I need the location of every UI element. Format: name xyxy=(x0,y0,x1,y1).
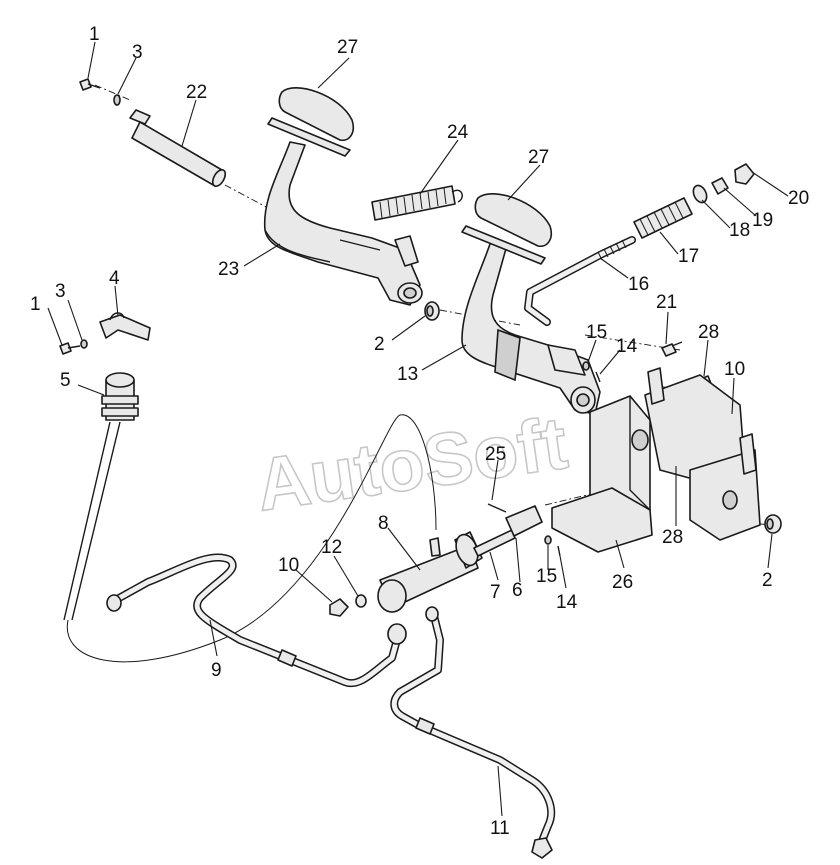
callout-22: 22 xyxy=(186,82,207,103)
callout-10-upper: 10 xyxy=(724,359,745,380)
callout-17: 17 xyxy=(678,246,699,267)
pedal-pad-27-right xyxy=(461,193,553,265)
callout-1-top: 1 xyxy=(89,24,100,45)
callout-20: 20 xyxy=(788,188,809,209)
washer-3-top xyxy=(113,94,121,106)
master-cylinder-8 xyxy=(377,531,483,613)
return-spring-24 xyxy=(371,185,463,221)
pipe-9 xyxy=(106,553,402,688)
callout-16: 16 xyxy=(628,274,649,295)
pedal-23 xyxy=(263,141,423,306)
fitting-9-end xyxy=(387,623,407,645)
bushing-2-lower xyxy=(764,514,782,534)
callout-28-lower: 28 xyxy=(662,527,683,548)
pedal-pad-27-left xyxy=(267,87,355,157)
washer-15-lower xyxy=(544,535,552,545)
pin-25 xyxy=(487,503,507,513)
callout-28-upper: 28 xyxy=(698,322,719,343)
callout-2-lower: 2 xyxy=(762,570,773,591)
bolt-1-top xyxy=(79,78,101,91)
callout-27-left: 27 xyxy=(337,37,358,58)
callout-10-lower: 10 xyxy=(278,555,299,576)
washer-18 xyxy=(692,184,708,204)
nut-20 xyxy=(734,163,755,185)
nut-19 xyxy=(711,177,729,195)
callout-21: 21 xyxy=(656,292,677,313)
callout-9: 9 xyxy=(211,660,222,681)
pushrod-7 xyxy=(473,529,516,557)
washer-12 xyxy=(355,594,367,608)
clevis-6 xyxy=(505,505,543,537)
callout-3-top: 3 xyxy=(132,42,143,63)
leader-lines xyxy=(47,41,789,817)
clamp-4 xyxy=(99,312,151,341)
split-pin-14-upper xyxy=(595,371,601,383)
callout-8: 8 xyxy=(378,513,389,534)
washer-15-upper xyxy=(582,361,590,371)
callout-24: 24 xyxy=(447,122,469,143)
pipe-11 xyxy=(390,606,556,859)
pedal-13 xyxy=(461,237,601,415)
callout-15-upper: 15 xyxy=(586,322,607,343)
callout-27-right: 27 xyxy=(528,147,549,168)
callout-26: 26 xyxy=(612,572,633,593)
callout-6: 6 xyxy=(512,580,523,601)
sensor-5 xyxy=(63,372,139,621)
callout-11: 11 xyxy=(490,818,510,839)
washer-3-left xyxy=(80,339,88,349)
callout-13: 13 xyxy=(397,364,418,385)
callout-14-lower: 14 xyxy=(556,592,578,613)
hose-loop xyxy=(66,414,437,663)
callout-23: 23 xyxy=(218,259,239,280)
callout-7: 7 xyxy=(490,582,501,603)
spring-17 xyxy=(633,197,693,239)
pin-21 xyxy=(661,341,683,357)
callout-1-left: 1 xyxy=(30,294,41,315)
mounting-bracket-26 xyxy=(551,367,761,553)
bolt-1-left xyxy=(59,342,81,355)
callout-19: 19 xyxy=(752,210,773,231)
callout-3-left: 3 xyxy=(55,281,66,302)
callout-25: 25 xyxy=(485,444,506,465)
callout-12: 12 xyxy=(321,537,342,558)
callout-18: 18 xyxy=(729,220,750,241)
pushrod-16 xyxy=(524,236,636,326)
callout-14-upper: 14 xyxy=(616,336,638,357)
nut-10-lower xyxy=(329,598,349,617)
callout-2-upper: 2 xyxy=(374,334,385,355)
bushing-2-upper xyxy=(424,301,440,321)
callout-numbers: 1 3 22 27 24 27 20 19 18 17 16 23 1 3 4 … xyxy=(30,24,809,839)
callout-4: 4 xyxy=(109,268,120,289)
split-pin-14-lower xyxy=(557,545,561,557)
pivot-pin-22 xyxy=(129,109,227,187)
callout-5: 5 xyxy=(60,370,71,391)
callout-15-lower: 15 xyxy=(536,566,557,587)
